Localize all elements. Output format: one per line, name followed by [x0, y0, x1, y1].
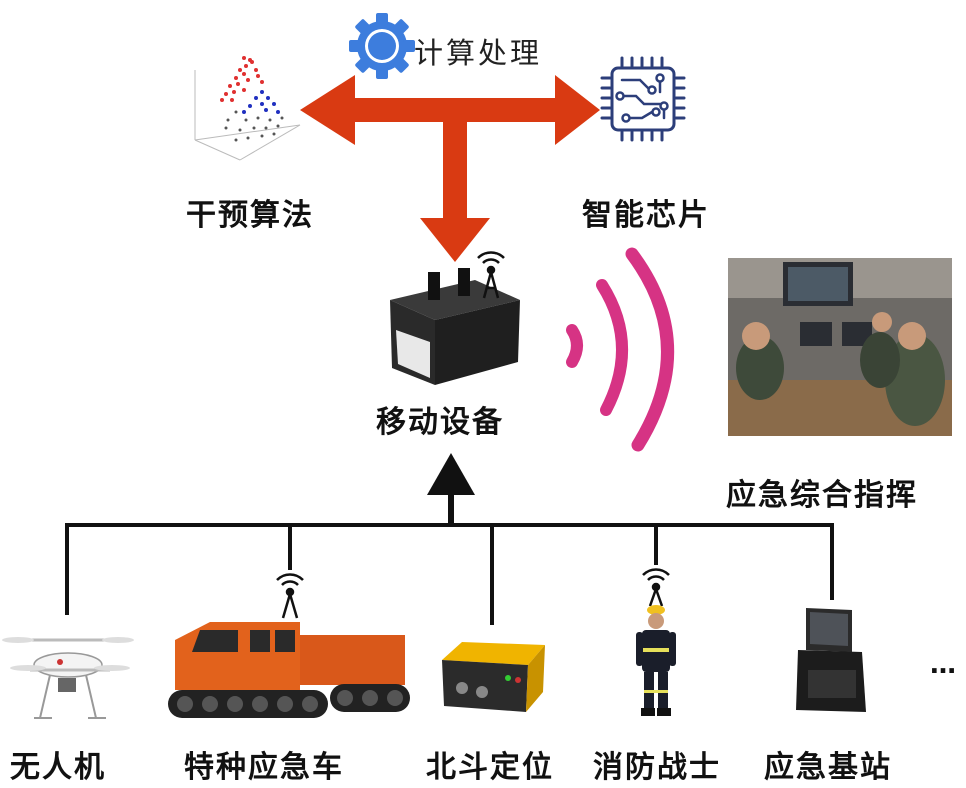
- base-station-icon: [796, 608, 866, 712]
- source-label-beidou: 北斗定位: [426, 750, 554, 785]
- source-label-vehicle: 特种应急车: [184, 750, 344, 785]
- uplink-arrow: [427, 453, 475, 525]
- mobile-device-label: 移动设备: [376, 405, 504, 440]
- firefighter-icon: [636, 605, 676, 716]
- source-label-base-station: 应急基站: [764, 750, 892, 785]
- vehicle-antenna-icon: [276, 573, 304, 619]
- chip-label: 智能芯片: [582, 198, 710, 233]
- firefighter-antenna-icon: [642, 568, 670, 607]
- special-vehicle-icon: [168, 622, 410, 718]
- red-distribution-arrow: [300, 75, 600, 262]
- antenna-icon: [477, 251, 505, 299]
- source-label-firefighter: 消防战士: [593, 750, 721, 785]
- wireless-signal-icon: [566, 247, 675, 452]
- more-ellipsis: …: [930, 650, 958, 680]
- gear-icon: [349, 13, 415, 79]
- source-bus-line: [65, 523, 834, 625]
- processing-label: 计算处理: [414, 36, 543, 70]
- mobile-device-icon: [390, 268, 520, 385]
- drone-icon: [2, 637, 134, 719]
- algorithm-label: 干预算法: [186, 198, 314, 233]
- scatter-plot-icon: [194, 56, 301, 161]
- source-label-drone: 无人机: [10, 750, 106, 785]
- command-label: 应急综合指挥: [726, 478, 918, 513]
- beidou-receiver-icon: [442, 642, 545, 712]
- chip-icon: [600, 56, 686, 142]
- command-center-photo: [728, 258, 952, 436]
